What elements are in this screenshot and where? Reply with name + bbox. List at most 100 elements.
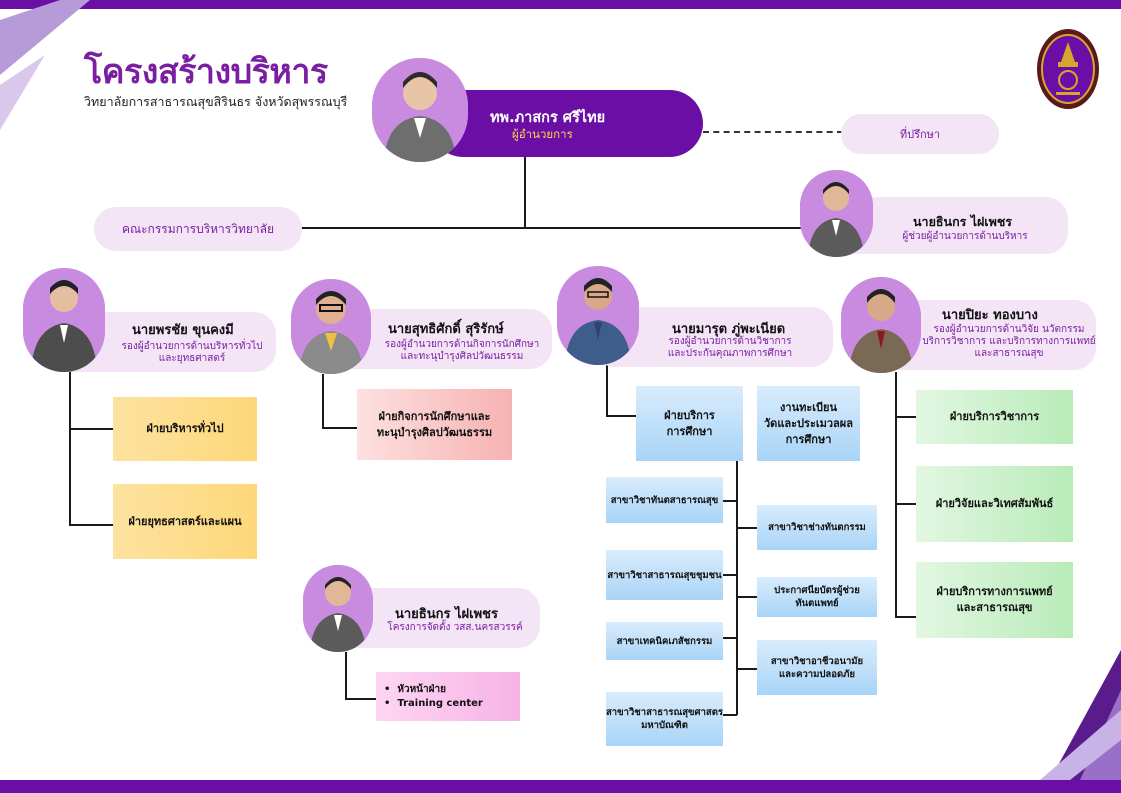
person-photo-icon [23,268,105,372]
program-master-public-health-line1: สาขาวิชาสาธารณสุขศาสตร [606,707,723,718]
connector [723,500,737,502]
project-name: นายธินกร ไฝเพชร [395,607,498,622]
program-community-public-health[interactable]: สาขาวิชาสาธารณสุขชุมชน [606,550,723,600]
corner-decoration-bottom-right [1040,650,1121,780]
page-subtitle: วิทยาลัยการสาธารณสุขสิรินธร จังหวัดสุพรร… [84,94,348,109]
college-seal-icon [1037,29,1099,109]
deputy1-role-line1: รองผู้อำนวยการด้านบริหารทั่วไป [121,341,263,352]
program-occupational-health-line1: สาขาวิชาอาชีวอนามัย [770,655,864,667]
connector [736,460,738,715]
deputy1-avatar [23,268,105,372]
person-photo-icon [291,279,371,374]
program-dental-assistant-line2: ทันตแพทย์ [795,598,839,609]
program-occupational-health-line2: และความปลอดภัย [779,668,855,680]
program-dental-technician[interactable]: สาขาวิชาช่างทันตกรรม [757,505,877,550]
deputy4-role-line2: บริการวิชาการ และบริการทางการแพทย์ [922,336,1096,347]
bullet-icon: • [384,684,398,695]
program-master-public-health[interactable]: สาขาวิชาสาธารณสุขศาสตร มหาบัณฑิต [606,692,723,746]
advisor-dashed-connector [703,131,843,133]
unit-education-services-line2: การศึกษา [666,424,713,438]
program-pharmacy-technique[interactable]: สาขาเทคนิคเภสัชกรรม [606,622,723,660]
project-avatar [303,565,373,652]
connector [895,616,916,618]
committee-box[interactable]: คณะกรรมการบริหารวิทยาลัย [94,207,302,251]
person-photo-icon [841,277,921,373]
unit-registry-line2: วัดและประเมวลผล [764,416,853,430]
connector [300,227,807,229]
deputy3-role-line2: และประกันคุณภาพการศึกษา [667,348,793,359]
page-title: โครงสร้างบริหาร [84,52,328,92]
top-accent-bar [0,0,1121,9]
connector [723,574,737,576]
unit-registry-line1: งานทะเบียน [780,400,837,414]
unit-education-services-line1: ฝ่ายบริการ [664,408,715,422]
project-item-2-label: Training center [397,698,483,709]
unit-registry-line3: การศึกษา [785,432,832,446]
connector [322,374,324,428]
unit-registry[interactable]: งานทะเบียน วัดและประเมวลผล การศึกษา [757,386,860,461]
connector [345,698,376,700]
person-photo-icon [800,170,873,257]
connector [524,150,526,229]
deputy3-avatar [557,266,639,365]
unit-student-affairs-line2: ทะนุบำรุงศิลปวัฒนธรรม [376,425,493,439]
project-item-1-label: หัวหน้าฝ่าย [397,684,446,695]
deputy3-role-line1: รองผู้อำนวยการด้านวิชาการ [668,336,792,347]
project-items-box[interactable]: • หัวหน้าฝ่าย • Training center [376,672,520,721]
unit-student-affairs[interactable]: ฝ่ายกิจการนักศึกษาและ ทะนุบำรุงศิลปวัฒนธ… [357,389,512,460]
person-photo-icon [303,565,373,652]
connector [69,372,71,525]
director-role: ผู้อำนวยการ [512,127,573,141]
connector [723,714,737,716]
director-avatar [372,58,468,162]
connector [736,668,757,670]
project-item-2: • Training center [384,698,483,709]
connector [606,364,608,416]
deputy4-avatar [841,277,921,373]
advisor-label: ที่ปรึกษา [899,128,941,141]
director-card[interactable] [430,90,703,157]
deputy4-name: นายปิยะ ทองบาง [942,308,1038,323]
unit-medical-public-health-line1: ฝ่ายบริการทางการแพทย์ [936,585,1053,598]
unit-education-services[interactable]: ฝ่ายบริการ การศึกษา [636,386,743,461]
connector [723,637,737,639]
assistant-name: นายธินกร ไฝเพชร [913,214,1013,229]
connector [895,372,897,617]
person-photo-icon [557,266,639,365]
deputy1-name: นายพรชัย ขุนคงมี [132,323,234,338]
unit-medical-public-health-line2: และสาธารณสุข [956,601,1033,614]
program-dental-assistant-certificate[interactable]: ประกาศนียบัตรผู้ช่วย ทันตแพทย์ [757,577,877,617]
program-occupational-health[interactable]: สาขาวิชาอาชีวอนามัย และความปลอดภัย [757,640,877,695]
unit-strategy-plan[interactable]: ฝ่ายยุทธศาสตร์และแผน [113,484,257,559]
connector [606,415,636,417]
connector [736,596,757,598]
deputy2-role-line1: รองผู้อำนวยการด้านกิจการนักศึกษา [384,339,540,350]
project-item-1: • หัวหน้าฝ่าย [384,682,446,697]
assistant-role: ผู้ช่วยผู้อำนวยการด้านบริหาร [902,231,1028,242]
deputy1-role-line2: และยุทธศาสตร์ [158,353,226,364]
program-master-public-health-line2: มหาบัณฑิต [641,720,688,731]
person-photo-icon [372,58,468,162]
unit-academic-services[interactable]: ฝ่ายบริการวิชาการ [916,390,1073,444]
deputy4-role-line3: และสาธารณสุข [974,348,1044,359]
committee-label: คณะกรรมการบริหารวิทยาลัย [121,221,275,236]
deputy2-role-line2: และทะนุบำรุงศิลปวัฒนธรรม [400,351,524,362]
deputy4-role-line1: รองผู้อำนวยการด้านวิจัย นวัตกรรม [933,324,1085,335]
deputy3-name: นายมารุต ภู่พะเนียด [672,322,786,337]
unit-medical-public-health[interactable]: ฝ่ายบริการทางการแพทย์ และสาธารณสุข [916,562,1073,638]
program-dental-public-health[interactable]: สาขาวิชาทันตสาธารณสุข [606,477,723,523]
bullet-icon: • [384,698,398,709]
deputy2-avatar [291,279,371,374]
corner-decoration-top-left [0,0,90,130]
unit-student-affairs-line1: ฝ่ายกิจการนักศึกษาและ [378,409,491,423]
bottom-accent-bar [0,780,1121,793]
connector [895,503,916,505]
connector [736,527,757,529]
advisor-box[interactable]: ที่ปรึกษา [841,114,999,154]
connector [895,416,916,418]
director-name: ทพ.ภาสกร ศรีไทย [490,110,606,126]
unit-research-international[interactable]: ฝ่ายวิจัยและวิเทศสัมพันธ์ [916,466,1073,542]
unit-general-admin[interactable]: ฝ่ายบริหารทั่วไป [113,397,257,461]
connector [322,427,358,429]
connector [69,428,113,430]
